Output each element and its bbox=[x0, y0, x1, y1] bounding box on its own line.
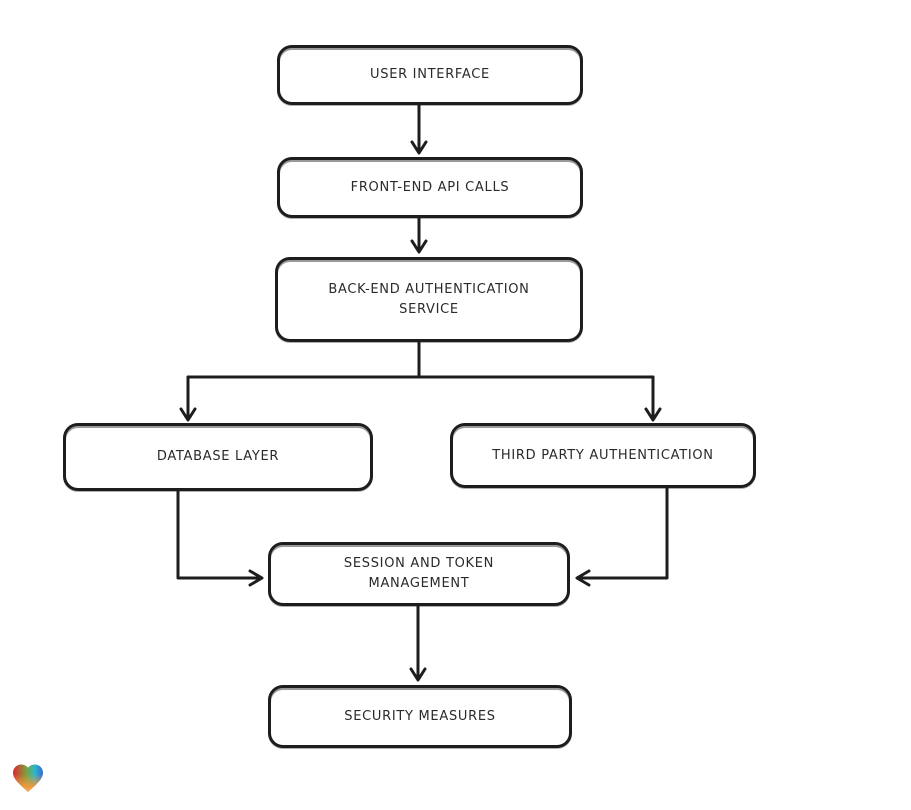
arrowhead-down-icon bbox=[179, 407, 197, 422]
node-security-measures: SECURITY MEASURES bbox=[268, 685, 572, 748]
node-label: SECURITY MEASURES bbox=[344, 708, 496, 724]
node-session-and-token-management: SESSION AND TOKEN MANAGEMENT bbox=[268, 542, 570, 606]
arrowhead-down-icon bbox=[644, 407, 662, 422]
edge-third-party-to-session bbox=[575, 486, 669, 587]
node-label: FRONT-END API CALLS bbox=[350, 179, 510, 195]
arrowhead-right-icon bbox=[248, 569, 264, 587]
node-label: DATABASE LAYER bbox=[156, 449, 280, 464]
node-label: SESSION AND TOKEN MANAGEMENT bbox=[343, 556, 495, 591]
edge-database-to-session bbox=[176, 489, 264, 587]
heart-logo-icon[interactable] bbox=[10, 759, 46, 797]
node-back-end-authentication-service: BACK-END AUTHENTICATION SERVICE bbox=[275, 257, 583, 342]
edge-user-interface-to-front-end bbox=[410, 103, 428, 155]
node-database-layer: DATABASE LAYER bbox=[63, 423, 373, 491]
arrowhead-down-icon bbox=[410, 140, 428, 155]
node-front-end-api-calls: FRONT-END API CALLS bbox=[277, 157, 583, 218]
node-user-interface: USER INTERFACE bbox=[277, 45, 583, 105]
node-label: BACK-END AUTHENTICATION SERVICE bbox=[328, 281, 530, 317]
arrowhead-left-icon bbox=[575, 569, 591, 587]
edge-session-to-security bbox=[409, 604, 427, 682]
edge-front-end-to-back-end bbox=[410, 216, 428, 254]
node-label: USER INTERFACE bbox=[370, 67, 490, 82]
node-third-party-authentication: THIRD PARTY AUTHENTICATION bbox=[450, 423, 756, 488]
node-label: THIRD PARTY AUTHENTICATION bbox=[492, 447, 714, 463]
arrowhead-down-icon bbox=[410, 239, 428, 254]
edge-back-end-branch bbox=[179, 340, 662, 422]
arrowhead-down-icon bbox=[409, 667, 427, 682]
